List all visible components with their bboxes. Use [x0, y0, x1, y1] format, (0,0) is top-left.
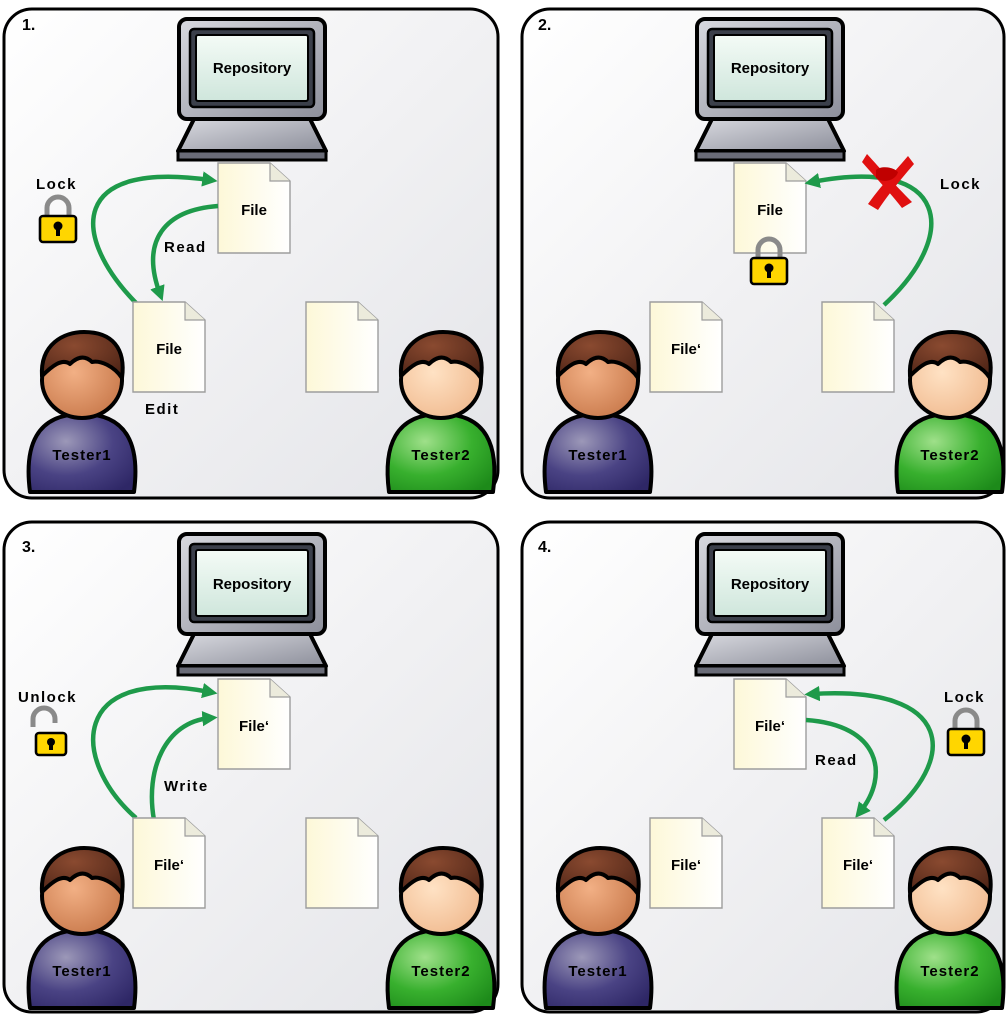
tester2-file	[822, 302, 894, 392]
panel-1: 1. Repository File Lock Read File Edit T…	[4, 9, 498, 498]
tester1-file: File‘	[133, 818, 205, 908]
tester2-label: Tester2	[920, 447, 979, 464]
panel-number: 4.	[538, 539, 551, 556]
tester1-label: Tester1	[568, 963, 627, 980]
repository-computer: Repository	[178, 534, 326, 675]
server-file-label: File‘	[755, 718, 785, 735]
tester1-label: Tester1	[52, 963, 111, 980]
repository-computer: Repository	[696, 534, 844, 675]
repository-label: Repository	[731, 60, 810, 77]
read-label: Read	[164, 239, 207, 256]
unlock-label: Unlock	[18, 689, 77, 706]
tester2-label: Tester2	[411, 447, 470, 464]
repository-label: Repository	[731, 576, 810, 593]
tester2-file	[306, 302, 378, 392]
server-file-label: File	[757, 202, 783, 219]
tester1-file: File‘	[650, 818, 722, 908]
tester1-file: File	[133, 302, 205, 392]
tester1-label: Tester1	[52, 447, 111, 464]
lock-label: Lock	[36, 176, 77, 193]
edit-label: Edit	[145, 401, 179, 418]
tester1-file-label: File‘	[671, 341, 701, 358]
repository-computer: Repository	[696, 19, 844, 160]
server-file-label: File	[241, 202, 267, 219]
server-file: File‘	[218, 679, 290, 769]
repository-computer: Repository	[178, 19, 326, 160]
tester2-file-label: File‘	[843, 857, 873, 874]
panel-4: 4. Repository File‘ Read Lock Tester1 Fi…	[522, 522, 1004, 1012]
panel-2: 2. Repository File Lock Tester1 File‘ Te…	[522, 9, 1004, 498]
tester2-label: Tester2	[920, 963, 979, 980]
server-file: File	[218, 163, 290, 253]
repository-label: Repository	[213, 576, 292, 593]
tester2-file: File‘	[822, 818, 894, 908]
panel-number: 2.	[538, 17, 551, 34]
tester1-file-label: File‘	[154, 857, 184, 874]
tester2-label: Tester2	[411, 963, 470, 980]
server-file-label: File‘	[239, 718, 269, 735]
server-file: File‘	[734, 679, 806, 769]
repository-label: Repository	[213, 60, 292, 77]
panel-number: 3.	[22, 539, 35, 556]
lock-label: Lock	[940, 176, 981, 193]
lock-label: Lock	[944, 689, 985, 706]
tester2-file	[306, 818, 378, 908]
panel-number: 1.	[22, 17, 35, 34]
tester1-label: Tester1	[568, 447, 627, 464]
tester1-file: File‘	[650, 302, 722, 392]
tester1-file-label: File	[156, 341, 182, 358]
panel-3: 3. Repository File‘ Unlock Write Tester1…	[4, 522, 498, 1012]
write-label: Write	[164, 778, 209, 795]
tester1-file-label: File‘	[671, 857, 701, 874]
read-label: Read	[815, 752, 858, 769]
